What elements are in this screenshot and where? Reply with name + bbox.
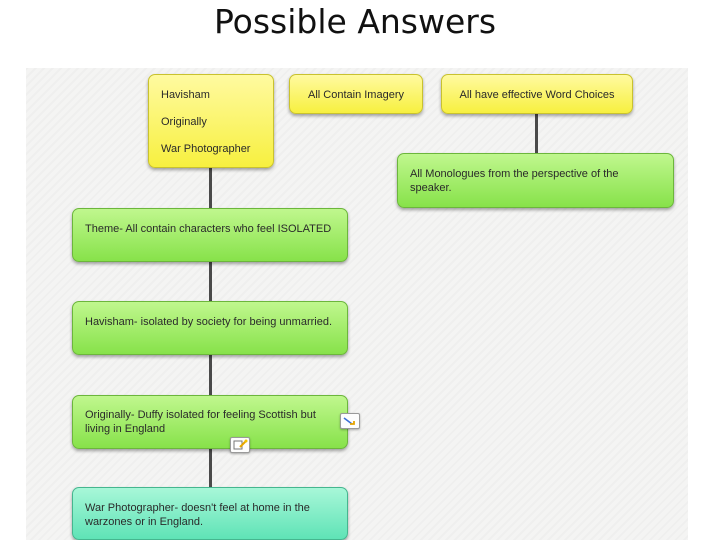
node-word-choices[interactable]: All have effective Word Choices xyxy=(441,74,633,114)
mind-map-canvas: Havisham Originally War Photographer All… xyxy=(26,68,688,540)
node-imagery-label: All Contain Imagery xyxy=(308,89,404,101)
node-havisham-isolated[interactable]: Havisham- isolated by society for being … xyxy=(72,301,348,355)
node-war-photographer[interactable]: War Photographer- doesn't feel at home i… xyxy=(72,487,348,540)
node-originally-isolated[interactable]: Originally- Duffy isolated for feeling S… xyxy=(72,395,348,449)
node-theme-label: Theme- All contain characters who feel I… xyxy=(85,223,332,235)
node-originally-isolated-label: Originally- Duffy isolated for feeling S… xyxy=(85,409,316,435)
connector-poems-theme xyxy=(209,168,212,210)
node-imagery[interactable]: All Contain Imagery xyxy=(289,74,423,114)
node-poems[interactable]: Havisham Originally War Photographer xyxy=(148,74,274,168)
node-monologues-label: All Monologues from the perspective of t… xyxy=(410,168,619,194)
node-theme[interactable]: Theme- All contain characters who feel I… xyxy=(72,208,348,262)
connector-havisham-originally xyxy=(209,354,212,396)
node-war-photographer-label: War Photographer- doesn't feel at home i… xyxy=(85,502,310,528)
connector-theme-havisham xyxy=(209,260,212,302)
note-badge-icon[interactable] xyxy=(230,437,250,453)
node-poem-havisham: Havisham xyxy=(161,89,210,101)
slide-title: Possible Answers xyxy=(213,2,497,41)
node-monologues[interactable]: All Monologues from the perspective of t… xyxy=(397,153,674,208)
node-word-choices-label: All have effective Word Choices xyxy=(459,89,615,101)
node-poem-originally: Originally xyxy=(161,116,207,128)
node-poem-war-photographer: War Photographer xyxy=(161,143,251,155)
connector-word-monologues xyxy=(535,114,538,154)
link-badge-icon[interactable] xyxy=(340,413,360,429)
node-havisham-isolated-label: Havisham- isolated by society for being … xyxy=(85,316,333,328)
connector-originally-war xyxy=(209,448,212,490)
